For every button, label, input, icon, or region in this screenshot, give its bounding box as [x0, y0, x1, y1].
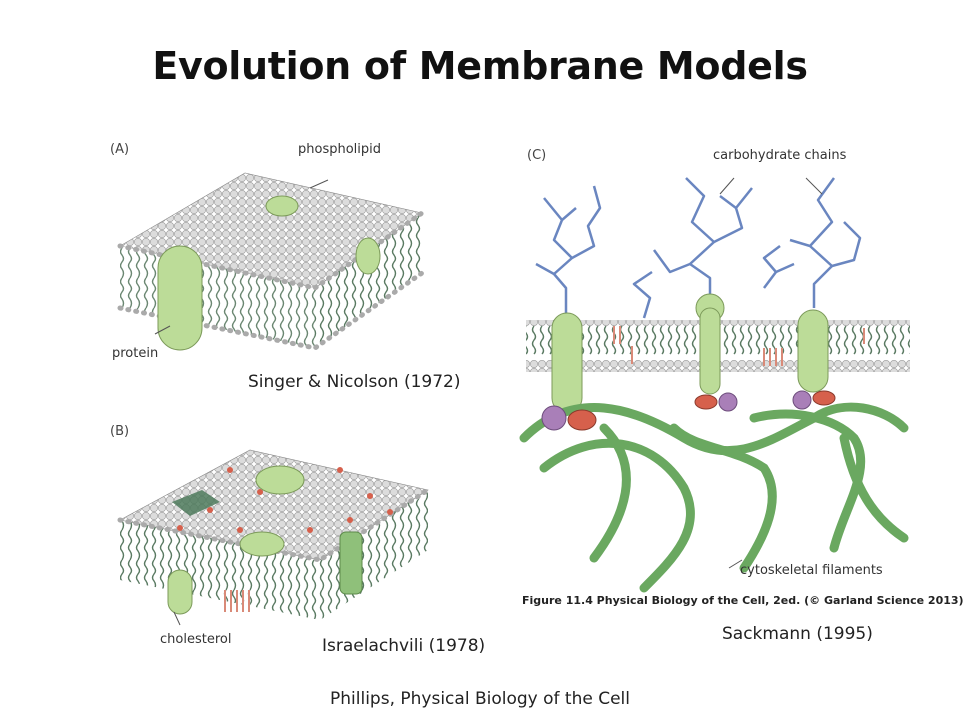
caption-sackmann: Sackmann (1995) — [722, 624, 873, 644]
carbohydrate-chain-icons — [535, 177, 862, 319]
transmembrane-protein — [157, 245, 203, 351]
cholesterol-dots — [177, 467, 393, 543]
bilayer-side-face — [315, 213, 422, 348]
membrane-diagram-a — [117, 172, 425, 351]
cytoskeletal-filaments — [519, 402, 909, 593]
panel-b-letter: (B) — [110, 424, 130, 439]
cholesterol-label: cholesterol — [160, 632, 232, 647]
caption-singer-nicolson: Singer & Nicolson (1972) — [248, 372, 461, 392]
cytoskeletal-filaments-label: cytoskeletal filaments — [740, 563, 883, 578]
membrane-diagram-c — [519, 177, 910, 593]
panel-a-letter: (A) — [110, 142, 130, 157]
carbohydrate-chains-label: carbohydrate chains — [713, 148, 847, 163]
protein-label: protein — [112, 346, 159, 361]
caption-israelachvili: Israelachvili (1978) — [322, 636, 486, 656]
surface-protein — [265, 195, 299, 217]
panel-c-letter: (C) — [527, 148, 547, 163]
figure-credit: Figure 11.4 Physical Biology of the Cell… — [522, 594, 964, 607]
slide-title: Evolution of Membrane Models — [152, 44, 808, 88]
footer-citation: Phillips, Physical Biology of the Cell — [330, 689, 630, 709]
membrane-diagram-b — [117, 449, 431, 626]
phospholipid-label: phospholipid — [298, 142, 382, 157]
